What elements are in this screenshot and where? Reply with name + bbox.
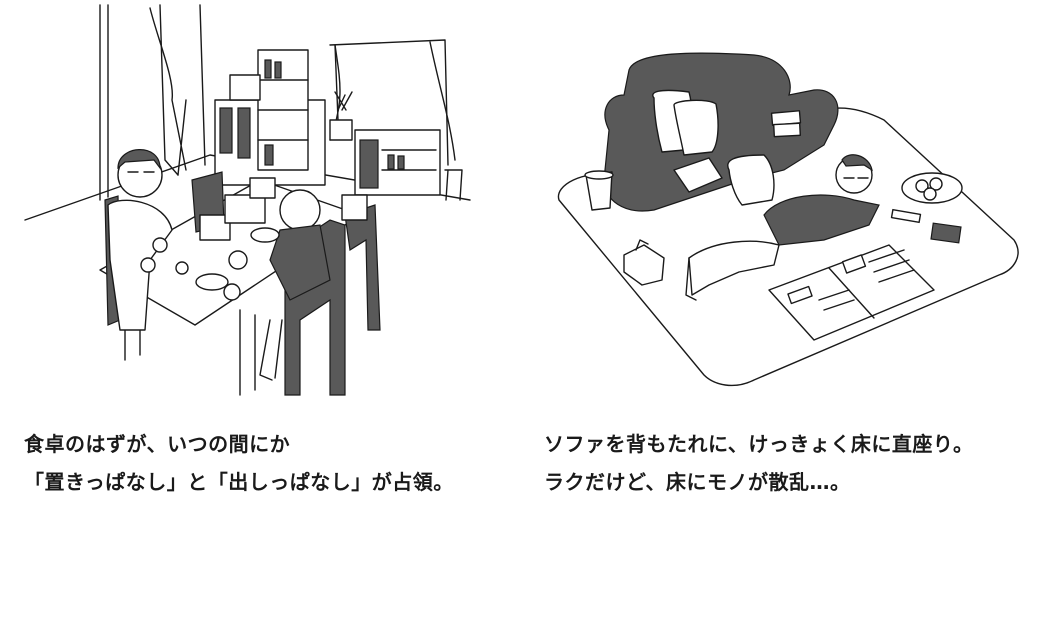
caption-line-2: 「置きっぱなし」と「出しっぱなし」が占領。 — [24, 470, 454, 494]
caption-line-1: ソファを背もたれに、けっきょく床に直座り。 — [544, 432, 974, 456]
caption-line-1: 食卓のはずが、いつの間にか — [24, 432, 291, 456]
living-room-illustration — [557, 52, 1019, 387]
dining-room-illustration — [24, 4, 471, 396]
caption-line-2: ラクだけど、床にモノが散乱…。 — [544, 470, 851, 494]
panel-dining-table: 食卓のはずが、いつの間にか 「置きっぱなし」と「出しっぱなし」が占領。 — [0, 0, 520, 622]
caption-living: ソファを背もたれに、けっきょく床に直座り。 ラクだけど、床にモノが散乱…。 — [544, 425, 974, 501]
panel-living-room: ソファを背もたれに、けっきょく床に直座り。 ラクだけど、床にモノが散乱…。 — [524, 0, 1048, 622]
caption-dining: 食卓のはずが、いつの間にか 「置きっぱなし」と「出しっぱなし」が占領。 — [24, 425, 454, 501]
